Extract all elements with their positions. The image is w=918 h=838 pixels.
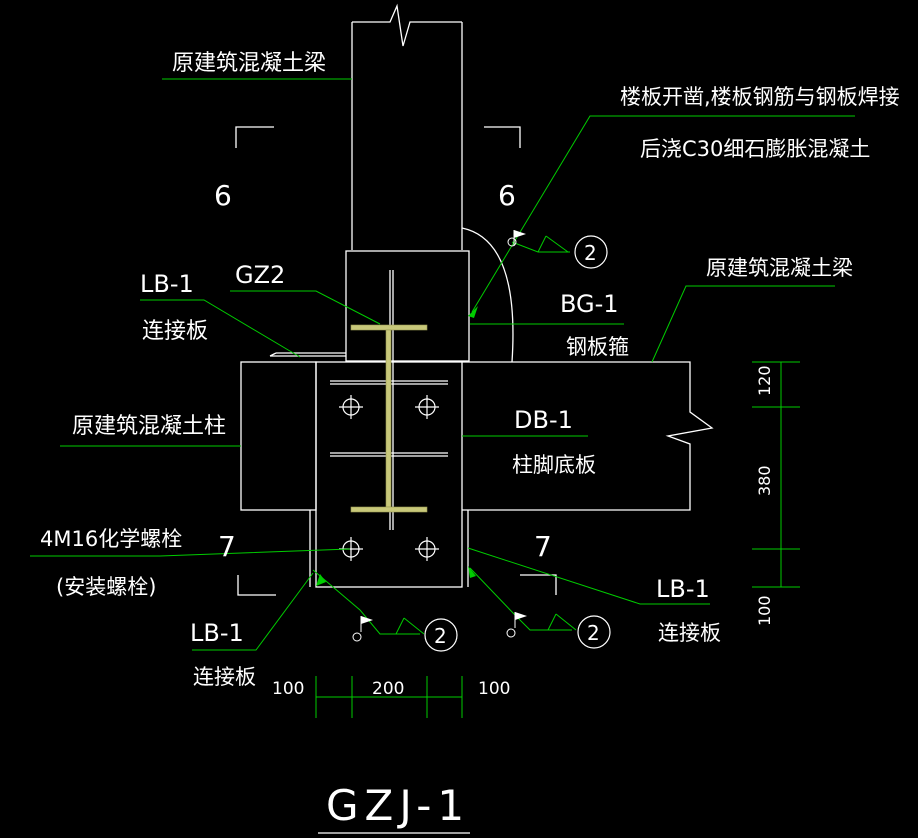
section-mark-6-right [484,126,521,148]
section-mark-7-right [520,574,557,595]
weld-flag-icon [515,612,527,620]
leader-orig-beam-right [651,285,835,363]
label-section-7-right: 7 [534,530,552,563]
label-bolts: 4M16化学螺栓 [40,527,182,551]
label-lb1-bottom-right-sub: 连接板 [658,621,721,645]
weld-circle-markers [424,235,611,652]
label-lb1-top-sub: 连接板 [142,319,208,344]
label-db1: DB-1 [514,406,573,434]
drawing-title: GZJ-1 [326,781,470,830]
section-mark-7-left [237,575,276,596]
label-section-7-left: 7 [218,530,236,563]
bolts [339,395,439,561]
weld-flag-icon [361,616,373,624]
weld-callout-br-line [469,567,572,631]
label-bg1: BG-1 [560,290,619,318]
label-slab-note-2: 后浇C30细石膨胀混凝土 [640,137,870,161]
right-beam-outline [462,361,714,511]
weld-dot-icon [506,628,516,638]
slab-opening-box [345,250,470,362]
label-dim-100-right: 100 [478,679,510,699]
weld-symbols [316,230,527,642]
label-lb1-bottom-right: LB-1 [656,575,710,603]
label-gz2: GZ2 [235,261,285,289]
arrow-icon [468,306,478,318]
bolt-icon [415,395,439,419]
bolt-icon [415,537,439,561]
bolt-icon [339,395,363,419]
concrete-outline [235,3,714,834]
label-dim-100-left: 100 [272,679,304,699]
upper-break-line [352,3,462,47]
text-labels: 原建筑混凝土梁 楼板开凿,楼板钢筋与钢板焊接 后浇C30细石膨胀混凝土 6 6 … [40,51,900,830]
label-lb1-top: LB-1 [140,270,194,298]
gz2-steel-section [350,324,428,513]
label-bolts-sub: (安装螺栓) [56,575,156,599]
steel-web [385,329,392,508]
label-section-6-left: 6 [214,179,232,212]
label-bg1-sub: 钢板箍 [566,335,629,359]
label-dim-200: 200 [372,679,404,699]
label-orig-beam-top: 原建筑混凝土梁 [172,51,326,76]
leader-bolts [30,548,351,557]
label-weld-2-br: 2 [587,621,600,645]
label-orig-column: 原建筑混凝土柱 [72,414,226,439]
label-lb1-bottom-left-sub: 连接板 [193,665,256,689]
label-lb1-bottom-left: LB-1 [190,619,244,647]
weld-callout-bl-line [312,569,420,635]
label-dim-100-vert: 100 [755,595,774,626]
weld-circle-bl [424,618,458,652]
arrow-icon [468,566,476,578]
orig-column-block [240,361,317,511]
section-mark-6-left [235,126,274,148]
weld-flag-icon [514,230,526,238]
leader-lb1-bottom-left [192,572,314,651]
bottom-flange [350,506,428,513]
leader-lb1-bottom-right [467,547,710,605]
weld-arc [461,227,514,363]
label-dim-120: 120 [755,365,774,396]
weld-circle-br [577,615,611,649]
leader-lb1-top [140,299,301,358]
label-weld-2-top: 2 [584,241,597,265]
label-weld-2-bl: 2 [434,624,447,648]
weld-dot-icon [507,237,517,247]
label-db1-sub: 柱脚底板 [512,453,596,477]
label-dim-380: 380 [755,465,774,496]
leader-lines [30,78,855,718]
weld-circle-top [574,235,608,269]
arrow-icon [316,574,326,586]
top-flange [350,324,428,331]
label-slab-note-1: 楼板开凿,楼板钢筋与钢板焊接 [620,85,900,109]
leader-slab-note [471,115,855,313]
weld-dot-icon [352,632,362,642]
label-orig-beam-right: 原建筑混凝土梁 [706,256,853,280]
label-section-6-right: 6 [498,179,516,212]
leader-gz2 [230,290,381,325]
